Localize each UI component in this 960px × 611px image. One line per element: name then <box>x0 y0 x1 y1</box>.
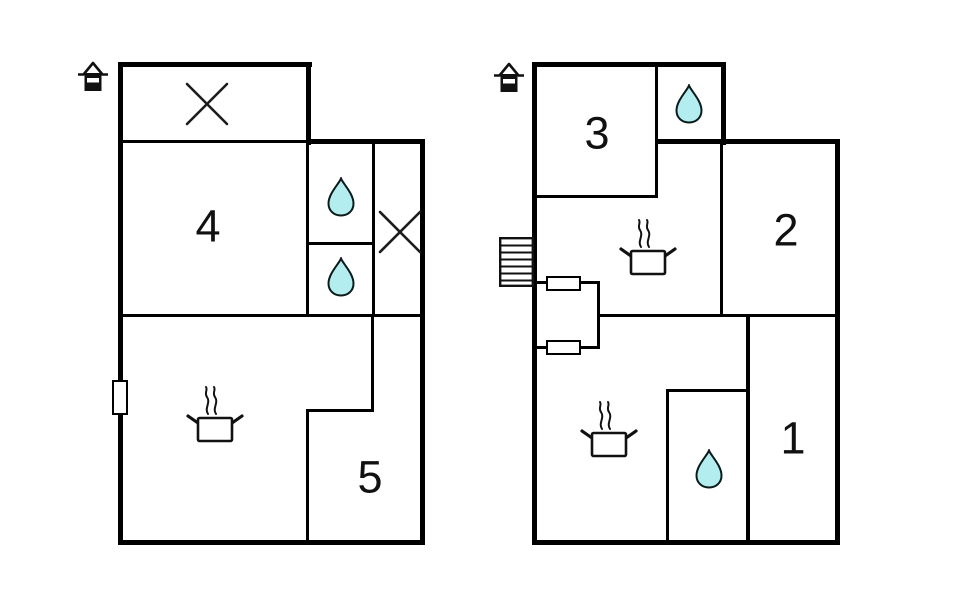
wall-segment <box>655 63 658 198</box>
room-label-4: 4 <box>195 200 221 252</box>
wall-segment <box>307 242 375 245</box>
water-drop-icon <box>327 257 355 297</box>
wall-segment <box>120 314 422 317</box>
wall-segment <box>371 315 374 412</box>
door-marker <box>546 340 581 355</box>
wall-segment <box>420 139 425 545</box>
x-mark-icon <box>185 82 229 126</box>
window-marker <box>112 380 128 415</box>
wall-segment <box>306 141 309 317</box>
room-label-3: 3 <box>584 107 610 159</box>
wall-segment <box>532 540 840 545</box>
stove-pot-icon <box>619 219 677 276</box>
wall-segment <box>597 314 837 317</box>
room-label-2: 2 <box>773 204 799 256</box>
wall-segment <box>655 139 840 144</box>
wall-segment <box>532 62 537 545</box>
water-drop-icon <box>327 177 355 217</box>
wall-segment <box>720 144 723 316</box>
wall-segment <box>666 389 749 392</box>
wall-segment <box>536 195 657 198</box>
wall-segment <box>306 139 425 144</box>
stairs-icon <box>499 237 534 287</box>
wall-segment <box>721 62 726 145</box>
room-label-5: 5 <box>357 451 383 503</box>
wall-segment <box>597 281 600 349</box>
x-mark-icon <box>378 210 422 254</box>
wall-segment <box>372 141 375 317</box>
house-icon <box>78 61 108 91</box>
wall-segment <box>746 315 750 542</box>
wall-segment <box>306 410 309 541</box>
wall-segment <box>118 540 425 545</box>
wall-segment <box>118 62 312 67</box>
wall-segment <box>532 62 726 67</box>
wall-segment <box>835 139 840 545</box>
wall-segment <box>306 62 311 145</box>
water-drop-icon <box>675 84 703 124</box>
door-marker <box>546 276 581 291</box>
wall-segment <box>120 140 308 143</box>
stove-pot-icon <box>580 401 638 458</box>
stove-pot-icon <box>186 386 244 443</box>
room-label-1: 1 <box>780 412 806 464</box>
house-icon <box>494 62 524 92</box>
wall-segment <box>666 389 669 542</box>
wall-segment <box>118 62 123 545</box>
water-drop-icon <box>695 449 723 489</box>
wall-segment <box>306 409 374 412</box>
